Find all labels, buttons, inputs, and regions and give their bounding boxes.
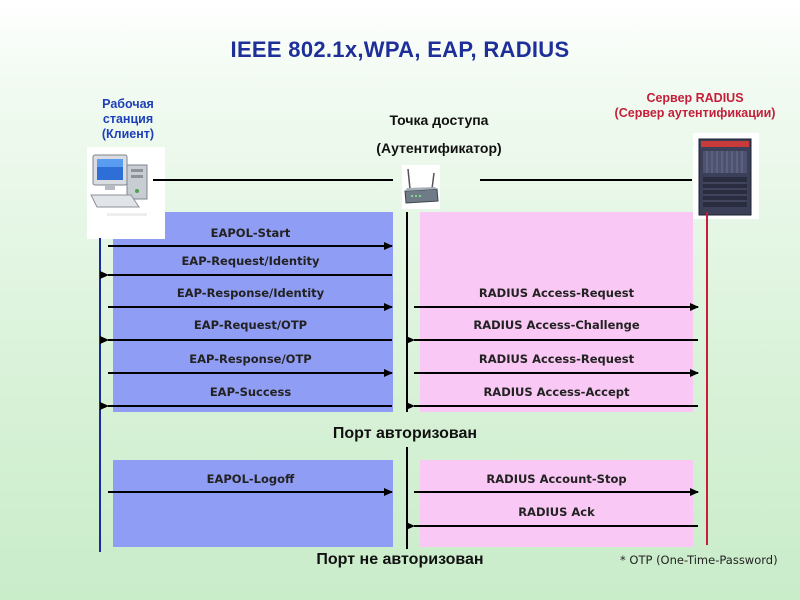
server-exchange-panel <box>420 212 693 412</box>
diagram-title: IEEE 802.1x,WPA, EAP, RADIUS <box>230 37 570 62</box>
msg-eap-request-identity: EAP-Request/Identity <box>181 254 320 268</box>
msg-eapol-logoff: EAPOL-Logoff <box>206 472 295 486</box>
access-point-icon <box>402 165 440 209</box>
server-label-line1: Сервер RADIUS <box>646 91 744 105</box>
client-label: Рабочая станция (Клиент) <box>72 97 184 142</box>
ap-label-line1: Точка доступа <box>389 112 489 128</box>
msg-radius-access-challenge: RADIUS Access-Challenge <box>473 318 640 332</box>
msg-eap-request-otp: EAP-Request/OTP <box>193 318 308 332</box>
msg-eap-success: EAP-Success <box>209 385 292 399</box>
msg-eap-response-identity: EAP-Response/Identity <box>176 286 325 300</box>
client-label-line2: станция <box>102 112 154 126</box>
logoff-server-panel <box>420 460 693 547</box>
msg-radius-access-accept: RADIUS Access-Accept <box>483 385 630 399</box>
msg-radius-account-stop: RADIUS Account-Stop <box>486 472 627 486</box>
client-label-line1: Рабочая <box>102 97 154 111</box>
workstation-icon <box>87 147 165 239</box>
msg-eap-response-otp: EAP-Response/OTP <box>189 352 312 366</box>
msg-eapol-start: EAPOL-Start <box>210 226 291 240</box>
msg-radius-access-request-1: RADIUS Access-Request <box>478 286 635 300</box>
msg-radius-access-request-2: RADIUS Access-Request <box>478 352 635 366</box>
status-port-not-authorized: Порт не авторизован <box>316 551 484 568</box>
msg-radius-ack: RADIUS Ack <box>518 505 595 519</box>
server-label: Сервер RADIUS (Сервер аутентификации) <box>590 91 800 121</box>
client-label-line3: (Клиент) <box>101 127 155 141</box>
server-label-line2: (Сервер аутентификации) <box>614 106 776 120</box>
status-port-authorized: Порт авторизован <box>332 425 478 442</box>
ap-label-line2: (Аутентификатор) <box>376 140 502 156</box>
logoff-client-panel <box>113 460 393 547</box>
radius-server-icon <box>693 133 759 219</box>
footnote-otp: * OTP (One-Time-Password) <box>620 553 778 567</box>
